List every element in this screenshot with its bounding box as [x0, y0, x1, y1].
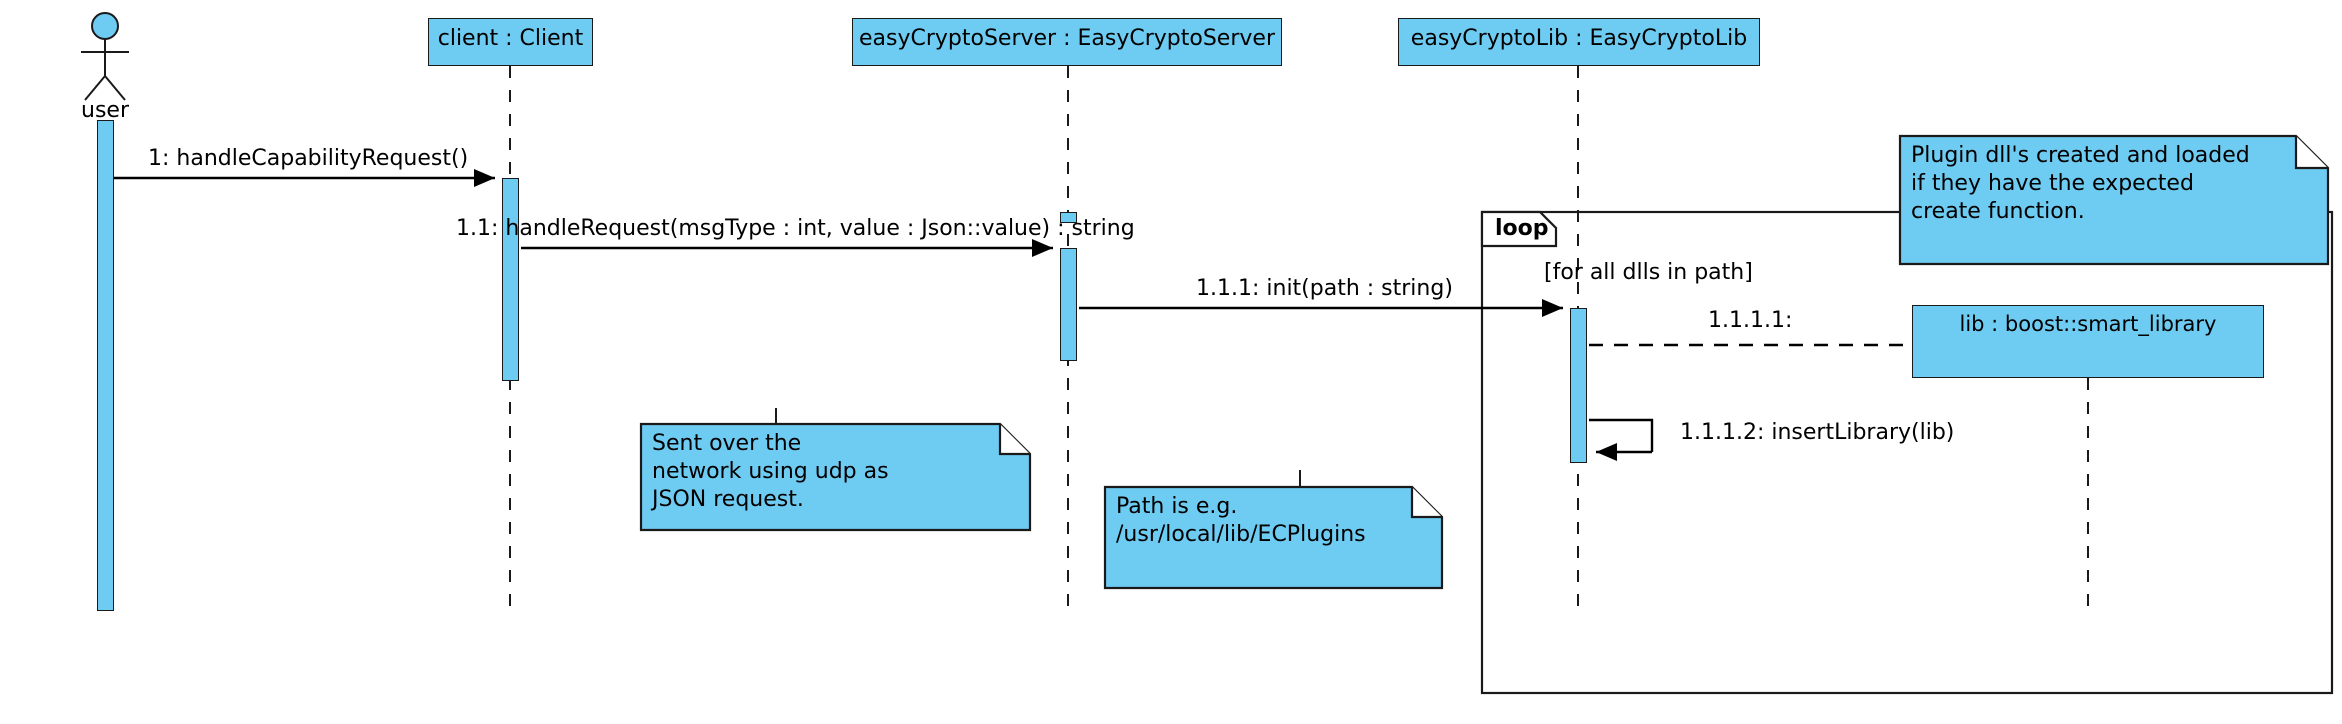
- note-plugin-line-1: Plugin dll's created and loaded: [1911, 143, 2250, 168]
- note-udp-line-2: network using udp as: [652, 459, 889, 484]
- note-path-line-1: Path is e.g.: [1116, 494, 1238, 519]
- loop-operator-label: loop: [1495, 216, 1549, 241]
- created-object-lib-label: lib : boost::smart_library: [1959, 312, 2217, 336]
- actor-user-label: user: [81, 98, 129, 123]
- note-udp-line-1: Sent over the: [652, 431, 802, 456]
- activation-easycryptoserver: [1060, 248, 1077, 361]
- loop-guard-label: [for all dlls in path]: [1544, 260, 1753, 285]
- lifeline-head-easycryptolib-label: easyCryptoLib : EasyCryptoLib: [1410, 26, 1748, 51]
- note-path: Path is e.g. /usr/local/lib/ECPlugins: [1105, 487, 1442, 588]
- note-udp: Sent over the network using udp as JSON …: [641, 424, 1030, 530]
- actor-user-figure: [81, 12, 129, 101]
- activation-user: [97, 120, 114, 611]
- lifeline-head-easycryptoserver-label: easyCryptoServer : EasyCryptoServer: [858, 26, 1275, 51]
- activation-easycryptoserver-stub: [1060, 212, 1077, 223]
- message-arrow-1-1-1-2: [1589, 418, 1654, 461]
- note-plugin-line-3: create function.: [1911, 199, 2085, 224]
- note-udp-line-3: JSON request.: [652, 487, 804, 512]
- note-plugin: Plugin dll's created and loaded if they …: [1900, 136, 2328, 264]
- message-label-1: 1: handleCapabilityRequest(): [148, 146, 469, 171]
- note-path-line-2: /usr/local/lib/ECPlugins: [1116, 522, 1366, 547]
- message-label-1-1-1: 1.1.1: init(path : string): [1196, 276, 1453, 301]
- created-object-lib[interactable]: lib : boost::smart_library: [1912, 305, 2264, 378]
- message-label-1-1: 1.1: handleRequest(msgType : int, value …: [456, 216, 1135, 241]
- message-label-1-1-1-1: 1.1.1.1:: [1708, 308, 1793, 333]
- lifeline-head-easycryptolib[interactable]: easyCryptoLib : EasyCryptoLib: [1398, 18, 1760, 66]
- note-plugin-line-2: if they have the expected: [1911, 171, 2194, 196]
- activation-easycryptolib: [1570, 308, 1587, 463]
- lifeline-head-client-label: client : Client: [437, 26, 584, 51]
- lifeline-head-easycryptoserver[interactable]: easyCryptoServer : EasyCryptoServer: [852, 18, 1282, 66]
- lifeline-head-client[interactable]: client : Client: [428, 18, 593, 66]
- activation-client: [502, 178, 519, 381]
- message-label-1-1-1-2: 1.1.1.2: insertLibrary(lib): [1680, 420, 1955, 445]
